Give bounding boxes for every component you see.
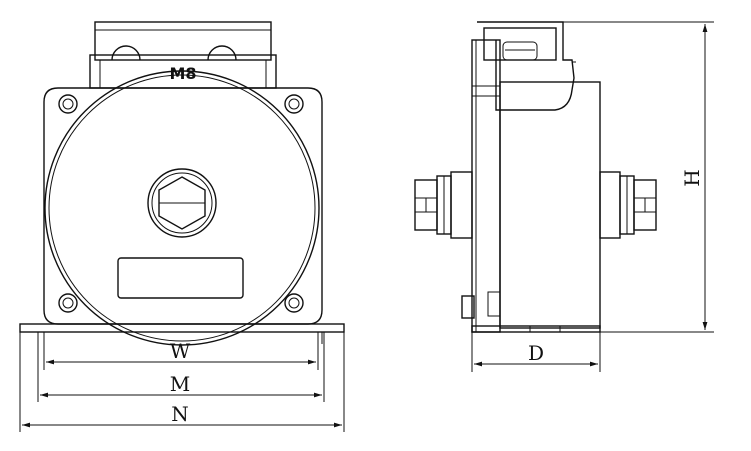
base-plate — [19, 323, 345, 333]
side-view — [414, 21, 657, 333]
side-lower-bolt — [461, 295, 475, 319]
dimension-w: W — [43, 332, 319, 370]
corner-screw-br — [284, 293, 304, 313]
left-terminal-stud — [414, 171, 473, 239]
corner-screw-tl — [58, 94, 78, 114]
thread-label: M8 — [169, 64, 196, 83]
dimension-n: N — [19, 332, 345, 432]
dim-w-label: W — [170, 339, 191, 363]
dimension-h: H — [563, 21, 714, 333]
dim-h-label: H — [680, 169, 704, 186]
dim-m-label: M — [170, 372, 190, 396]
core-circle-outer — [44, 70, 320, 346]
corner-screw-tr — [284, 94, 304, 114]
dim-n-label: N — [171, 402, 189, 426]
hex-bolt — [147, 168, 217, 238]
front-body — [43, 87, 323, 325]
nameplate — [117, 257, 244, 299]
dimension-m: M — [37, 332, 325, 402]
corner-screw-bl — [58, 293, 78, 313]
core-circle-inner — [48, 74, 316, 342]
side-base — [471, 325, 601, 333]
front-view: M8 — [19, 21, 345, 346]
side-body — [499, 81, 601, 329]
side-terminal-cover — [477, 21, 575, 111]
dimension-d: D — [471, 332, 601, 372]
terminal-box — [89, 21, 277, 89]
right-terminal-stud — [599, 171, 657, 239]
dim-d-label: D — [528, 341, 544, 365]
